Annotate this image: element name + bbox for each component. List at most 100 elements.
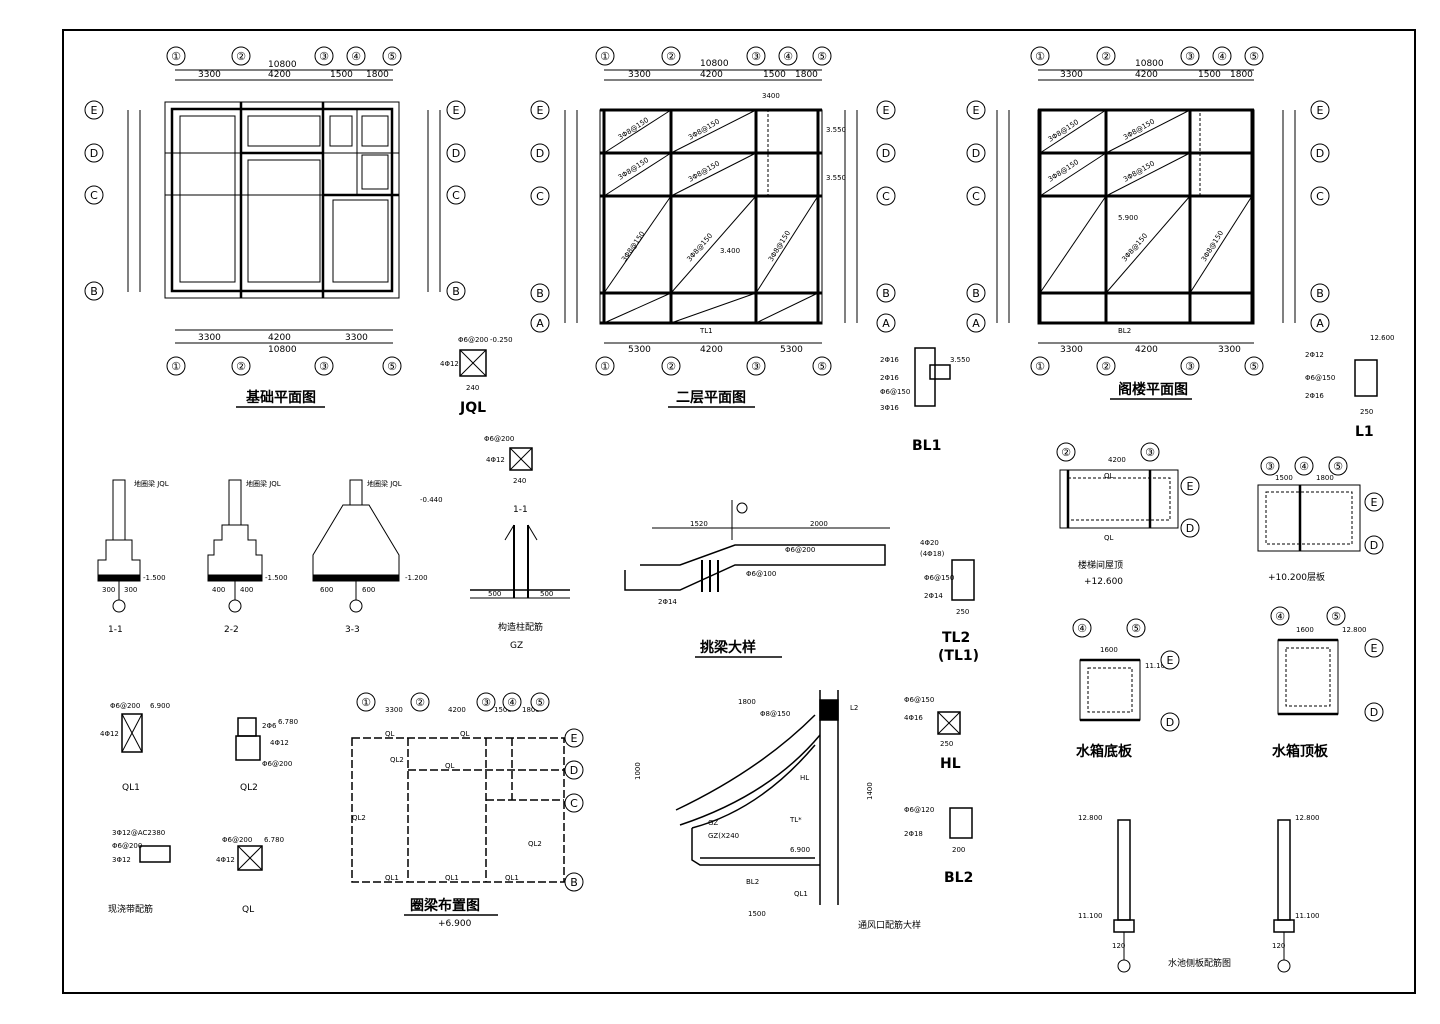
stair-roof-elev: +12.600 (1084, 577, 1123, 587)
pw-w: 120 (1112, 942, 1125, 950)
second-floor-title: 二层平面图 (676, 390, 746, 406)
s11-note: 地圈梁 JQL (134, 479, 169, 488)
attic-plan (996, 69, 1296, 344)
rb-right-2-bubble (564, 793, 584, 813)
fp-dim-boverall: 10800 (268, 345, 297, 355)
sf-dim-1800: 1800 (795, 70, 818, 80)
sf-dim-3300: 3300 (628, 70, 651, 80)
sf-dim-b5300b: 5300 (780, 345, 803, 355)
at-dim-b3300: 3300 (1060, 345, 1083, 355)
ring-beam-plan (351, 737, 565, 883)
sf-right-2-bubble (876, 186, 896, 206)
pw-elev-top2: 12.800 (1295, 814, 1320, 822)
gz-stirrup: Φ6@200 (484, 435, 514, 443)
slab-d1500: 1500 (1275, 474, 1293, 482)
sl-right-1-bubble (1364, 535, 1384, 555)
tl2-r1: 4Φ20 (920, 539, 939, 547)
at-bot-2-bubble (1180, 356, 1200, 376)
fp-right-1-label: D (452, 147, 460, 160)
rb-top-1-label: ② (415, 696, 425, 709)
vent-d1500: 1500 (748, 910, 766, 918)
foundation-plan (127, 69, 441, 344)
ql2-r2: 4Φ12 (270, 739, 289, 747)
fp-top-4-bubble (382, 46, 402, 66)
sf-left-3-label: B (536, 287, 544, 300)
sl-top-2-label: ⑤ (1333, 460, 1343, 473)
tl2-section (951, 559, 975, 601)
fp-bot-1-label: ② (236, 360, 246, 373)
fp-top-1-bubble (231, 46, 251, 66)
at-top-2-label: ③ (1185, 50, 1195, 63)
rb-right-0-bubble (564, 728, 584, 748)
at-top-0-bubble (1030, 46, 1050, 66)
fp-right-2-bubble (446, 185, 466, 205)
at-right-4-label: A (1316, 317, 1324, 330)
at-right-1-bubble (1310, 143, 1330, 163)
cant-r6200: Φ6@200 (785, 546, 815, 554)
fp-left-1-label: D (90, 147, 98, 160)
second-floor-plan (564, 69, 858, 344)
gz-label: GZ (510, 641, 523, 651)
pw-elev-bot2: 11.100 (1295, 912, 1320, 920)
at-left-3-bubble (966, 283, 986, 303)
fp-left-2-label: C (90, 189, 98, 202)
l1-stirrup: Φ6@150 (1305, 374, 1335, 382)
fp-top-3-label: ④ (351, 50, 361, 63)
sf-left-4-bubble (530, 313, 550, 333)
s22-note: 地圈梁 JQL (246, 479, 281, 488)
at-bot-3-label: ⑤ (1249, 360, 1259, 373)
at-left-0-bubble (966, 100, 986, 120)
attic-plan-title: 阁楼平面图 (1118, 381, 1188, 398)
hl-label: HL (940, 756, 961, 772)
cast-r1: 3Φ12@AC2380 (112, 829, 165, 837)
bl1-r3: Φ6@150 (880, 388, 910, 396)
st-top-0-bubble (1056, 442, 1076, 462)
s22-label: 2-2 (224, 625, 239, 635)
gz-d500a: 500 (488, 590, 501, 598)
at-bot-2-label: ③ (1185, 360, 1195, 373)
cantilever-title: 挑梁大样 (700, 639, 756, 656)
l1-elev: 12.600 (1370, 334, 1395, 342)
stair-ql2: QL (1104, 534, 1114, 542)
fp-left-0-label: E (91, 104, 98, 117)
vent-gz: GZ (708, 819, 718, 827)
sf-top-2-label: ③ (751, 50, 761, 63)
fp-left-3-bubble (84, 281, 104, 301)
sf-top-2-bubble (746, 46, 766, 66)
s22-elev: -1.500 (265, 574, 288, 582)
fp-top-3-bubble (346, 46, 366, 66)
at-bl2: BL2 (1118, 327, 1131, 335)
bl1-section (914, 347, 951, 407)
at-dim-overall: 10800 (1135, 59, 1164, 69)
sl-top-0-label: ③ (1265, 460, 1275, 473)
rb-right-0-label: E (571, 732, 578, 745)
sf-slab-mark-6: 3Φ8@150 (685, 232, 714, 263)
sf-right-3-label: B (882, 287, 890, 300)
hl-section (937, 711, 961, 735)
rb-top-0-bubble (356, 692, 376, 712)
rb-ql2-1: QL2 (390, 756, 404, 764)
bl2-label: BL2 (944, 870, 973, 886)
cant-d2000: 2000 (810, 520, 828, 528)
fp-top-1-label: ② (236, 50, 246, 63)
fp-dim-1500: 1500 (330, 70, 353, 80)
cant-d1520: 1520 (690, 520, 708, 528)
sf-elev-3400: 3.400 (720, 247, 740, 255)
cant-r2014: 2Φ14 (658, 598, 677, 606)
fp-right-3-bubble (446, 281, 466, 301)
vent-hl: HL (800, 774, 809, 782)
sf-bot-2-label: ③ (751, 360, 761, 373)
ql1-main: 4Φ12 (100, 730, 119, 738)
st-top-1-label: ③ (1145, 446, 1155, 459)
rb-d1500: 1500 (494, 706, 512, 714)
rb-right-2-label: C (570, 797, 578, 810)
ql2-label: QL2 (240, 783, 258, 793)
s33-elev2: -0.440 (420, 496, 443, 504)
footing-sections (97, 479, 400, 613)
at-bot-3-bubble (1244, 356, 1264, 376)
at-slab-mark-1: 3Φ8@150 (1047, 118, 1081, 144)
tt-top-1-bubble (1326, 606, 1346, 626)
sf-slab-mark-2: 3Φ8@150 (687, 117, 721, 141)
